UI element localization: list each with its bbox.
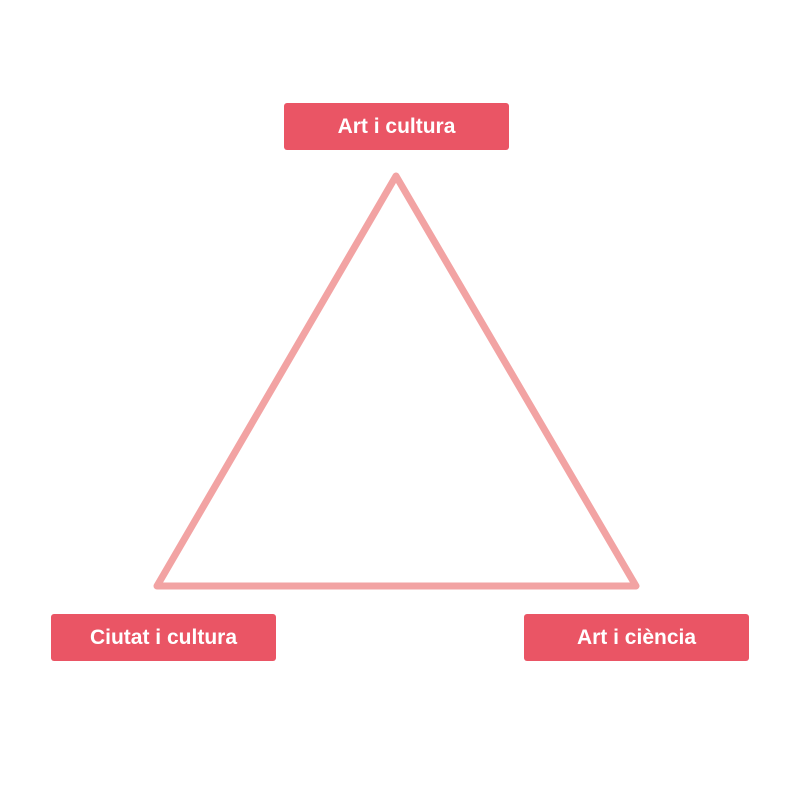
label-ciutat-i-cultura: Ciutat i cultura [51, 614, 276, 661]
label-art-i-ciencia: Art i ciència [524, 614, 749, 661]
label-art-i-cultura: Art i cultura [284, 103, 509, 150]
triangle-shape [153, 172, 640, 590]
